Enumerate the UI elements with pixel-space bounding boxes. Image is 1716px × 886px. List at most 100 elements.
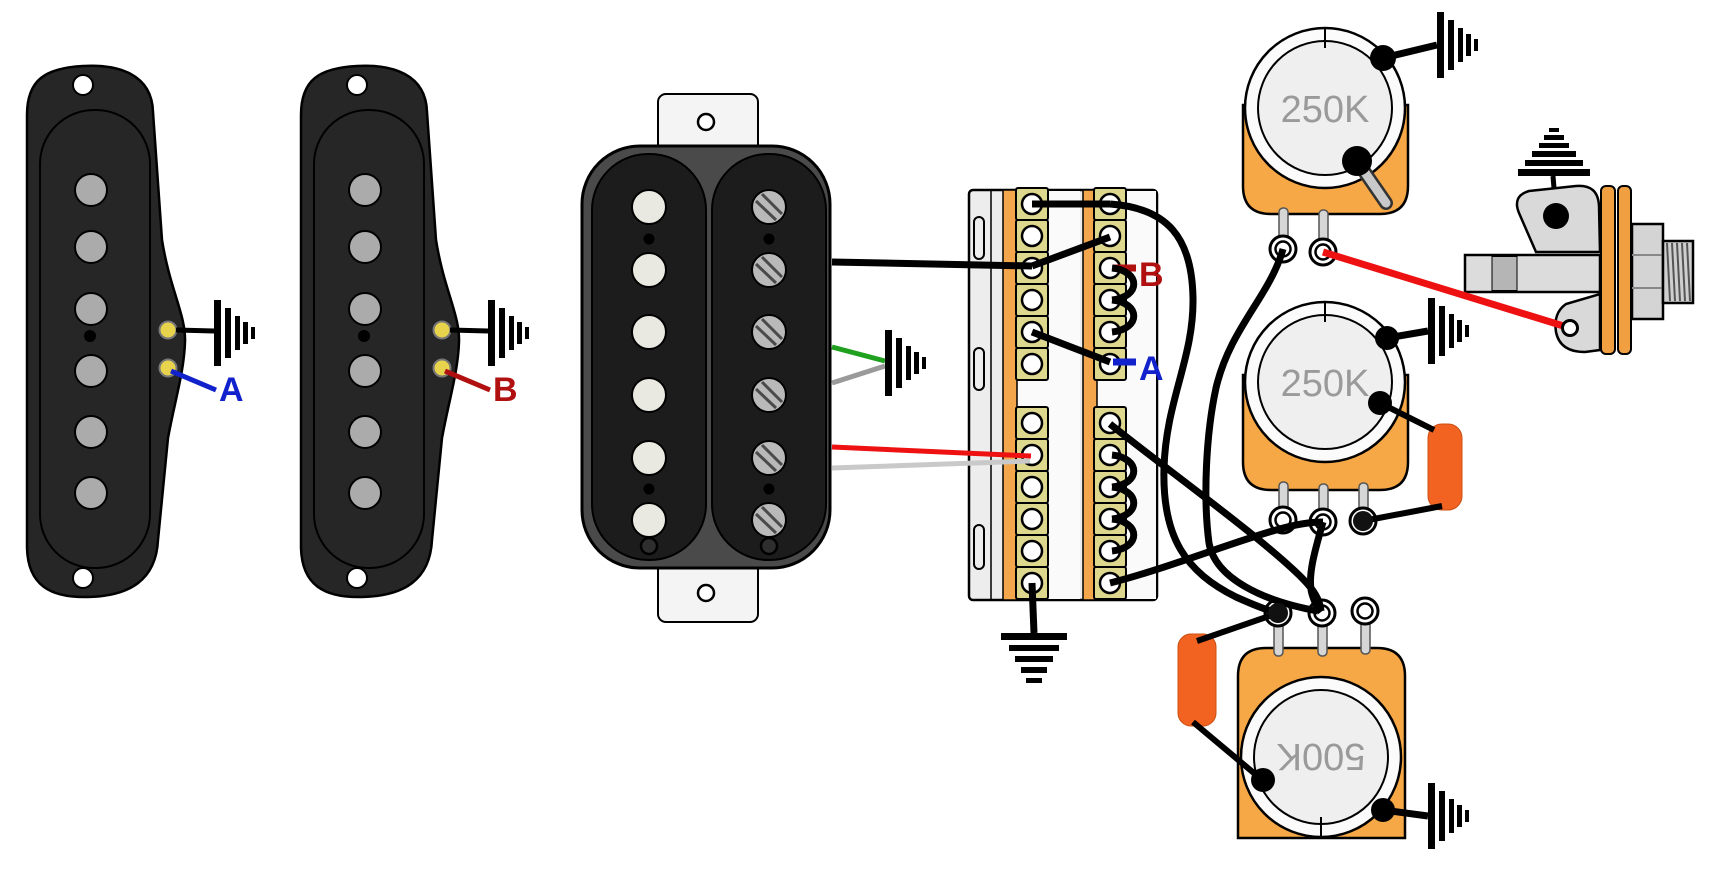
jack-thread [1686, 242, 1691, 302]
solder-dot [1375, 326, 1399, 350]
pot-bottom-500k: 500K [1236, 596, 1407, 840]
pickup-2-ground-wire [449, 327, 489, 334]
pole-piece-screw [750, 439, 788, 477]
pole-piece [348, 292, 382, 326]
humbucker-red-wire [831, 444, 1032, 459]
ground-symbol-icon [1428, 783, 1469, 849]
wire-middlepot-to-500k [1306, 521, 1327, 615]
switch-lug [1014, 346, 1050, 382]
humbucker-pickup [580, 93, 832, 623]
pole-piece [348, 230, 382, 264]
pickup-2-mount-hole-top [346, 74, 368, 96]
wire-toppot-to-500k [1202, 248, 1319, 615]
pole-piece [74, 173, 108, 207]
single-coil-pickup-2: B [299, 64, 529, 599]
pole-piece [631, 440, 667, 476]
capacitor-2 [1177, 633, 1217, 727]
soldered-terminal [1268, 603, 1288, 623]
pole-piece-screw [750, 376, 788, 414]
pole-piece [631, 189, 667, 225]
pickup-2-dot [358, 330, 370, 342]
single-coil-pickup-1: A [25, 64, 255, 599]
pot-terminal [1350, 596, 1380, 626]
jumper-b4-b5 [1111, 515, 1138, 555]
jack-tip-prong [1463, 253, 1602, 294]
jack-thread [1666, 242, 1671, 302]
pole-piece-screw [750, 188, 788, 226]
pole-piece [348, 476, 382, 510]
pole-piece [74, 292, 108, 326]
pickup-1-dot [84, 330, 96, 342]
jack-nut [1630, 222, 1665, 321]
switch-slot [973, 524, 985, 570]
jack-wafer-2 [1617, 185, 1632, 355]
bobbin-dot [763, 233, 775, 245]
jack-thread [1676, 242, 1681, 302]
pole-piece [74, 476, 108, 510]
solder-dot [1251, 768, 1275, 792]
humbucker-black-wire [831, 258, 1033, 270]
pickup-2-mount-hole-bottom [346, 567, 368, 589]
pot-middle-250k: 250K [1241, 300, 1410, 537]
switch-wafer-strip-left [1002, 189, 1018, 601]
pole-piece [348, 415, 382, 449]
solder-joints [1251, 45, 1579, 822]
pickup-2-label: B [493, 371, 518, 409]
selector-switch [967, 186, 1159, 602]
ground-symbol-icon [885, 330, 926, 396]
pole-piece [348, 354, 382, 388]
humbucker-tab-bottom-hole [696, 583, 716, 603]
solder-dot [1543, 203, 1569, 229]
jack-thread [1671, 242, 1676, 302]
pickup-1-hot-wire [170, 368, 217, 393]
pole-piece [631, 502, 667, 538]
bobbin-screw-hole [639, 536, 659, 556]
ground-symbol-icon [1428, 298, 1469, 364]
wire-b6-to-middle-pot [1109, 518, 1324, 587]
humbucker-bare-wire [831, 363, 886, 386]
bobbin-dot [643, 233, 655, 245]
pickup-2-eyelet-ground [432, 320, 452, 340]
pickup-1-ground-wire [175, 327, 215, 334]
pole-piece-screw [750, 251, 788, 289]
ground-symbol-icon [214, 300, 255, 366]
pole-piece-screw [750, 313, 788, 351]
wire-hot-to-jack [1321, 248, 1572, 332]
jumper-t4-t5 [1111, 296, 1138, 336]
pickup-1-mount-hole-top [72, 74, 94, 96]
switch-lug [1092, 218, 1128, 254]
pole-piece [74, 415, 108, 449]
pot-top-250k: 250K [1241, 26, 1410, 267]
pickup-1-eyelet-ground [158, 320, 178, 340]
wire-switch-ground-stem [1028, 582, 1038, 634]
bobbin-screw-hole [759, 536, 779, 556]
wires [831, 41, 1572, 820]
solder-dot [1370, 45, 1396, 71]
switch-label-a: A [1139, 350, 1164, 388]
pickup-2-cover-inset [313, 109, 425, 569]
bobbin-dot [763, 483, 775, 495]
jack-tip-prong-band [1491, 256, 1518, 291]
pickup-2-body [299, 64, 461, 599]
pickup-2-hot-wire [444, 368, 491, 393]
switch-lug [1014, 469, 1050, 505]
humbucker-bobbin-screw [711, 153, 827, 561]
bobbin-dot [643, 483, 655, 495]
pot-top-value: 250K [1281, 89, 1370, 131]
pot-middle-value: 250K [1281, 363, 1370, 405]
ground-symbol-icon [488, 300, 529, 366]
pot-top-shaft [1342, 146, 1372, 176]
humbucker-white-wire [831, 458, 1031, 471]
pot-bottom-value: 500K [1277, 735, 1366, 777]
switch-slot [973, 216, 985, 260]
wire-500k-to-cap2 [1196, 610, 1279, 644]
pole-piece [74, 230, 108, 264]
pole-piece [74, 354, 108, 388]
switch-slot [973, 347, 985, 391]
ground-symbol-icon [1437, 12, 1478, 78]
pickup-1-cover-inset [39, 109, 151, 569]
pole-piece [631, 377, 667, 413]
chassis-ground-icon [1518, 128, 1590, 176]
